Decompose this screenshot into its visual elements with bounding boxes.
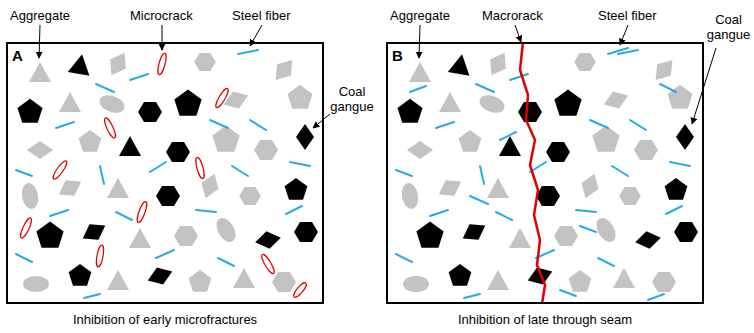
aggregate-shapes bbox=[397, 48, 698, 292]
panel-letter: B bbox=[392, 48, 403, 64]
panel-caption: Inhibition of late through seam bbox=[386, 312, 704, 328]
steel-fibers bbox=[396, 50, 690, 298]
part-label: Steel fiber bbox=[232, 8, 291, 23]
part-label: Aggregate bbox=[390, 8, 450, 23]
steel-fibers bbox=[410, 48, 676, 300]
leader-arrows bbox=[39, 25, 716, 128]
steel-fibers bbox=[16, 50, 310, 298]
aggregate-shapes bbox=[17, 48, 318, 292]
panel-frame: A bbox=[6, 42, 324, 304]
panel-caption: Inhibition of early microfractures bbox=[6, 312, 324, 328]
part-label: Coal gangue bbox=[705, 12, 752, 42]
panel-frame: B bbox=[386, 42, 704, 304]
part-label: Coal gangue bbox=[327, 84, 377, 114]
part-label: Aggregate bbox=[10, 8, 70, 23]
macrocrack bbox=[520, 42, 545, 304]
microcracks bbox=[19, 53, 308, 299]
panel-letter: A bbox=[12, 48, 23, 64]
part-label: Steel fiber bbox=[598, 8, 657, 23]
part-label: Microcrack bbox=[130, 8, 193, 23]
part-label: Macrorack bbox=[482, 8, 543, 23]
